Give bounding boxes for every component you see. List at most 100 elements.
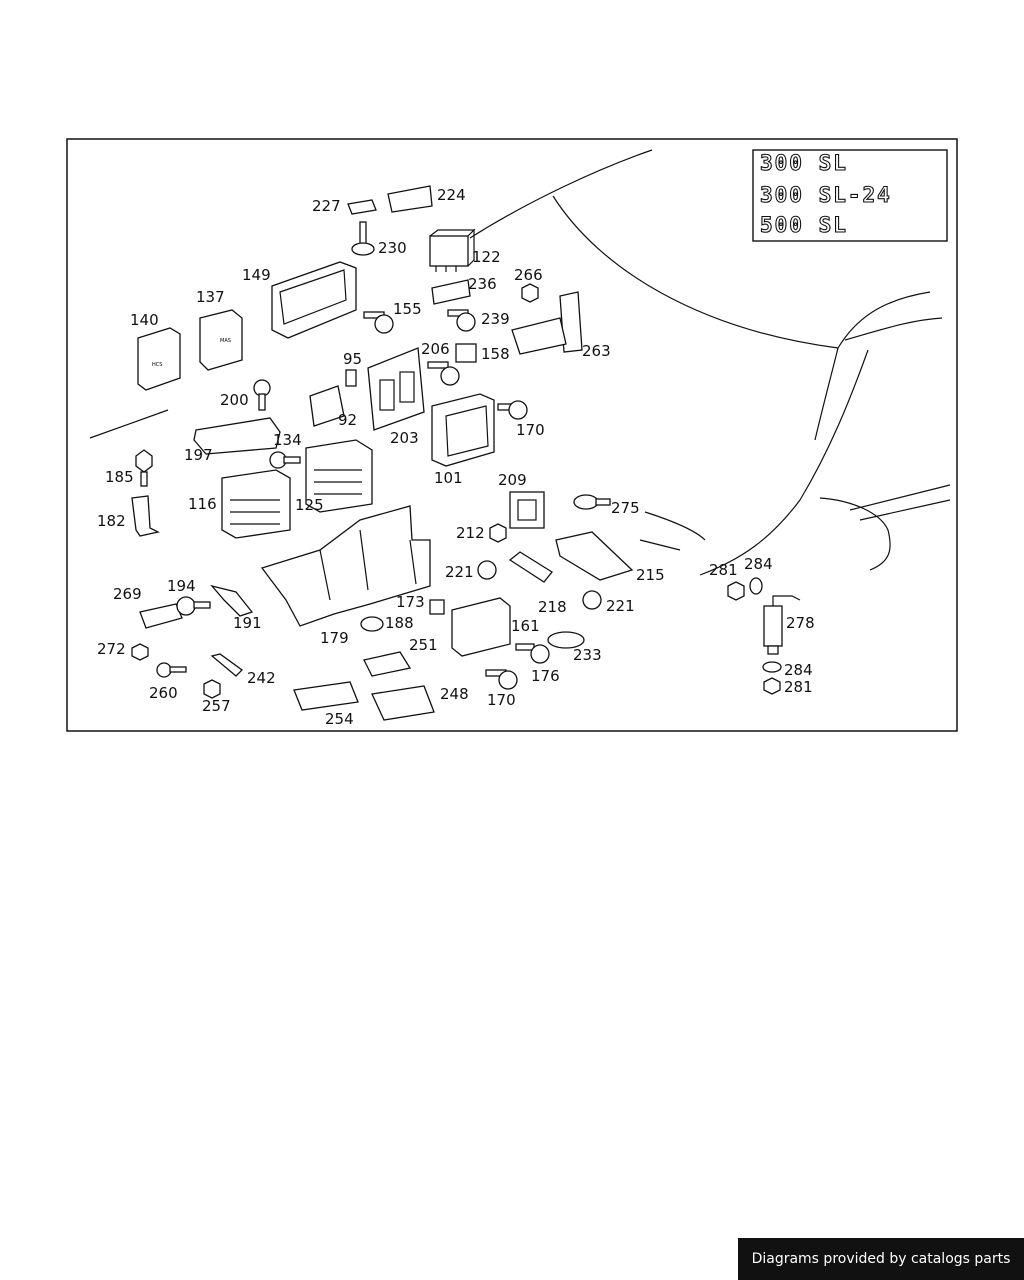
callout-221-right: 221 [606, 597, 635, 615]
callout-248: 248 [440, 685, 469, 703]
model-badge-panel: 300 SL 300 SL-24 500 SL [752, 149, 948, 242]
callout-281-lower: 281 [784, 678, 813, 696]
callout-284-upper: 284 [744, 555, 773, 573]
callout-161: 161 [511, 617, 540, 635]
bolt-155-part [363, 311, 394, 334]
callout-230: 230 [378, 239, 407, 257]
nut-281-lower-part [763, 677, 781, 695]
callout-242: 242 [247, 669, 276, 687]
callout-263: 263 [582, 342, 611, 360]
callout-281-upper: 281 [709, 561, 738, 579]
screw-260-part [156, 662, 187, 678]
callout-188: 188 [385, 614, 414, 632]
callout-179: 179 [320, 629, 349, 647]
carrier-frame-179-part [260, 505, 431, 627]
model-badge-300sl: 300 SL [760, 151, 848, 175]
clip-227-part [347, 199, 377, 215]
callout-149: 149 [242, 266, 271, 284]
block-173-part [429, 599, 445, 615]
callout-173: 173 [396, 593, 425, 611]
callout-212: 212 [456, 524, 485, 542]
callout-176: 176 [531, 667, 560, 685]
callout-206: 206 [421, 340, 450, 358]
callout-203: 203 [390, 429, 419, 447]
callout-140: 140 [130, 311, 159, 329]
nut-272-part [131, 643, 149, 661]
module-137-part: MAS [199, 309, 243, 371]
fuse-box-125-part [305, 439, 373, 513]
bracket-242-part [210, 653, 243, 677]
callout-116: 116 [188, 495, 217, 513]
diagram-credit-text: Diagrams provided by catalogs parts [751, 1251, 1011, 1267]
callout-197: 197 [184, 446, 213, 464]
callout-233: 233 [573, 646, 602, 664]
housing-254-part [293, 681, 359, 711]
bolt-176-part [515, 643, 550, 664]
relay-224-part [387, 185, 433, 213]
callout-260: 260 [149, 684, 178, 702]
connector-269-part [139, 603, 183, 629]
nut-266-part [521, 283, 539, 303]
callout-170-lower: 170 [487, 691, 516, 709]
diagram-credit-bar: Diagrams provided by catalogs parts [738, 1238, 1024, 1280]
bracket-182-part [131, 495, 160, 537]
bolt-239-part [447, 309, 476, 332]
callout-239: 239 [481, 310, 510, 328]
callout-275: 275 [611, 499, 640, 517]
switch-92-part [309, 385, 345, 427]
bracket-203-part [367, 347, 425, 431]
control-unit-161-part [451, 597, 511, 657]
callout-134: 134 [273, 431, 302, 449]
nut-221-left-part [477, 560, 497, 580]
relay-122-part [429, 228, 476, 272]
callout-215: 215 [636, 566, 665, 584]
car-body-outline [89, 149, 951, 576]
washer-284-upper-part [749, 577, 763, 595]
callout-227: 227 [312, 197, 341, 215]
callout-158: 158 [481, 345, 510, 363]
callout-200: 200 [220, 391, 249, 409]
callout-236: 236 [468, 275, 497, 293]
callout-182: 182 [97, 512, 126, 530]
callout-194: 194 [167, 577, 196, 595]
bolt-170-upper-part [497, 400, 528, 420]
cover-233-part [547, 631, 585, 649]
parts-group: HCS MAS [131, 185, 801, 721]
module-140-marking: HCS [152, 362, 162, 368]
bolt-275-part [573, 494, 611, 510]
fuse-box-116-part [221, 469, 291, 539]
nut-257-part [203, 679, 221, 699]
fuse-95-part [345, 369, 357, 387]
bracket-191-part [210, 584, 254, 617]
sensor-251-part [363, 651, 412, 677]
callout-125: 125 [295, 496, 324, 514]
module-248-part [371, 685, 435, 721]
callout-272: 272 [97, 640, 126, 658]
grommet-188-part [360, 616, 384, 632]
callout-101: 101 [434, 469, 463, 487]
model-badge-500sl: 500 SL [760, 213, 848, 237]
model-badge-300sl-24: 300 SL-24 [760, 183, 892, 207]
callout-95: 95 [343, 350, 362, 368]
nut-281-upper-part [727, 581, 745, 601]
nut-212-part [489, 523, 507, 543]
callout-278: 278 [786, 614, 815, 632]
callout-218: 218 [538, 598, 567, 616]
control-unit-101-part [431, 393, 495, 467]
callout-170-upper: 170 [516, 421, 545, 439]
callout-224: 224 [437, 186, 466, 204]
bolt-134-part [269, 451, 301, 469]
callout-254: 254 [325, 710, 354, 728]
bolt-206-part [427, 361, 460, 386]
callout-122: 122 [472, 248, 501, 266]
callout-155: 155 [393, 300, 422, 318]
callout-92: 92 [338, 411, 357, 429]
bolt-194-part [176, 596, 211, 616]
callout-185: 185 [105, 468, 134, 486]
bolt-185-part [135, 449, 153, 487]
plate-218-part [508, 551, 553, 583]
callout-251: 251 [409, 636, 438, 654]
callout-labels: 227 224 230 122 149 236 266 137 140 155 … [97, 186, 815, 728]
nut-221-right-part [582, 590, 602, 610]
